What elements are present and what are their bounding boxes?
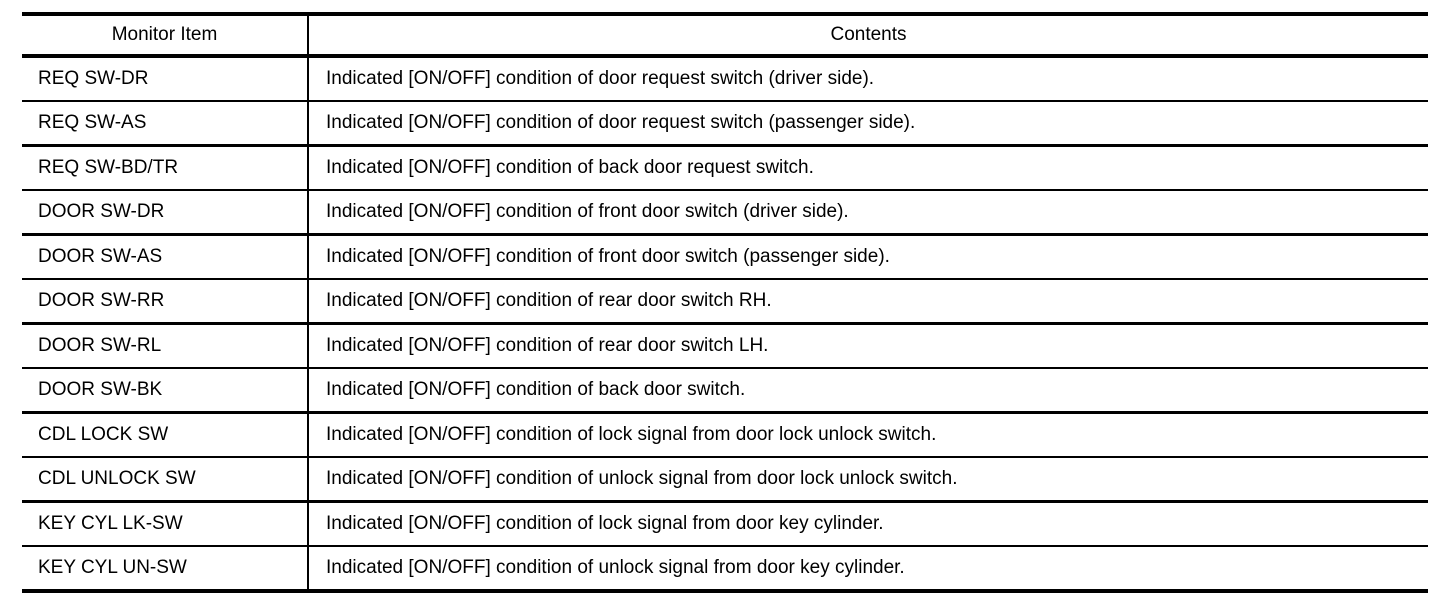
table-row: CDL LOCK SW Indicated [ON/OFF] condition … (22, 411, 1428, 457)
cell-contents-text: Indicated [ON/OFF] condition of rear doo… (326, 290, 772, 312)
cell-monitor-item: DOOR SW-RL (22, 322, 309, 368)
cell-contents-text: Indicated [ON/OFF] condition of back doo… (326, 157, 814, 179)
cell-contents: Indicated [ON/OFF] condition of unlock s… (308, 545, 1428, 593)
cell-contents-text: Indicated [ON/OFF] condition of front do… (326, 246, 890, 268)
cell-monitor-item: CDL UNLOCK SW (22, 456, 309, 502)
cell-monitor-item: REQ SW-BD/TR (22, 144, 309, 190)
cell-monitor-item-text: DOOR SW-BK (38, 379, 163, 401)
document-page: Monitor Item Contents REQ SW-DR Indicated… (22, 12, 1428, 593)
cell-contents: Indicated [ON/OFF] condition of back doo… (308, 144, 1428, 190)
cell-contents-text: Indicated [ON/OFF] condition of door req… (326, 68, 875, 90)
column-header-contents: Contents (308, 12, 1428, 58)
table-body: REQ SW-DR Indicated [ON/OFF] condition of… (22, 56, 1428, 593)
table-row: REQ SW-BD/TR Indicated [ON/OFF] condition… (22, 144, 1428, 190)
cell-monitor-item-text: DOOR SW-RL (38, 335, 162, 357)
cell-contents: Indicated [ON/OFF] condition of lock sig… (308, 500, 1428, 546)
cell-contents: Indicated [ON/OFF] condition of rear doo… (308, 278, 1428, 324)
cell-monitor-item-text: REQ SW-AS (38, 112, 147, 134)
table-row: REQ SW-DR Indicated [ON/OFF] condition of… (22, 56, 1428, 101)
table-row: REQ SW-AS Indicated [ON/OFF] condition of… (22, 100, 1428, 146)
cell-contents: Indicated [ON/OFF] condition of door req… (308, 56, 1428, 101)
cell-contents: Indicated [ON/OFF] condition of lock sig… (308, 411, 1428, 457)
table-row: DOOR SW-BK Indicated [ON/OFF] condition o… (22, 367, 1428, 413)
cell-monitor-item: KEY CYL UN-SW (22, 545, 309, 593)
cell-contents-text: Indicated [ON/OFF] condition of door req… (326, 112, 916, 134)
cell-contents: Indicated [ON/OFF] condition of back doo… (308, 367, 1428, 413)
cell-contents: Indicated [ON/OFF] condition of front do… (308, 233, 1428, 279)
cell-monitor-item: REQ SW-AS (22, 100, 309, 146)
cell-monitor-item: DOOR SW-DR (22, 189, 309, 235)
cell-contents: Indicated [ON/OFF] condition of unlock s… (308, 456, 1428, 502)
table-row: DOOR SW-RR Indicated [ON/OFF] condition o… (22, 278, 1428, 324)
cell-contents-text: Indicated [ON/OFF] condition of front do… (326, 201, 849, 223)
cell-monitor-item-text: KEY CYL UN-SW (38, 557, 187, 579)
table-header: Monitor Item Contents (22, 12, 1428, 58)
cell-contents: Indicated [ON/OFF] condition of door req… (308, 100, 1428, 146)
cell-monitor-item: DOOR SW-RR (22, 278, 309, 324)
cell-monitor-item: CDL LOCK SW (22, 411, 309, 457)
cell-contents-text: Indicated [ON/OFF] condition of unlock s… (326, 468, 958, 490)
column-header-monitor-item-label: Monitor Item (111, 24, 218, 46)
cell-monitor-item: KEY CYL LK-SW (22, 500, 309, 546)
cell-monitor-item-text: REQ SW-DR (38, 68, 149, 90)
cell-contents: Indicated [ON/OFF] condition of rear doo… (308, 322, 1428, 368)
table-header-row: Monitor Item Contents (22, 12, 1428, 58)
cell-monitor-item-text: REQ SW-BD/TR (38, 157, 179, 179)
column-header-contents-label: Contents (830, 24, 907, 46)
table-row: KEY CYL LK-SW Indicated [ON/OFF] conditio… (22, 500, 1428, 546)
column-header-monitor-item: Monitor Item (22, 12, 309, 58)
cell-contents-text: Indicated [ON/OFF] condition of unlock s… (326, 557, 905, 579)
table-row: CDL UNLOCK SW Indicated [ON/OFF] conditio… (22, 456, 1428, 502)
table-row: DOOR SW-RL Indicated [ON/OFF] condition o… (22, 322, 1428, 368)
cell-monitor-item-text: KEY CYL LK-SW (38, 513, 183, 535)
cell-monitor-item-text: DOOR SW-DR (38, 201, 165, 223)
cell-monitor-item-text: DOOR SW-RR (38, 290, 165, 312)
table-row: DOOR SW-DR Indicated [ON/OFF] condition o… (22, 189, 1428, 235)
cell-monitor-item: DOOR SW-BK (22, 367, 309, 413)
cell-monitor-item-text: CDL UNLOCK SW (38, 468, 196, 490)
table-row: DOOR SW-AS Indicated [ON/OFF] condition o… (22, 233, 1428, 279)
cell-contents-text: Indicated [ON/OFF] condition of lock sig… (326, 424, 937, 446)
monitor-item-table-container: Monitor Item Contents REQ SW-DR Indicated… (22, 12, 1428, 593)
cell-contents: Indicated [ON/OFF] condition of front do… (308, 189, 1428, 235)
cell-contents-text: Indicated [ON/OFF] condition of rear doo… (326, 335, 769, 357)
cell-monitor-item: DOOR SW-AS (22, 233, 309, 279)
cell-contents-text: Indicated [ON/OFF] condition of lock sig… (326, 513, 884, 535)
cell-monitor-item: REQ SW-DR (22, 56, 309, 101)
cell-monitor-item-text: DOOR SW-AS (38, 246, 163, 268)
cell-contents-text: Indicated [ON/OFF] condition of back doo… (326, 379, 746, 401)
monitor-item-table: Monitor Item Contents REQ SW-DR Indicated… (22, 12, 1428, 593)
table-row: KEY CYL UN-SW Indicated [ON/OFF] conditio… (22, 545, 1428, 593)
cell-monitor-item-text: CDL LOCK SW (38, 424, 169, 446)
